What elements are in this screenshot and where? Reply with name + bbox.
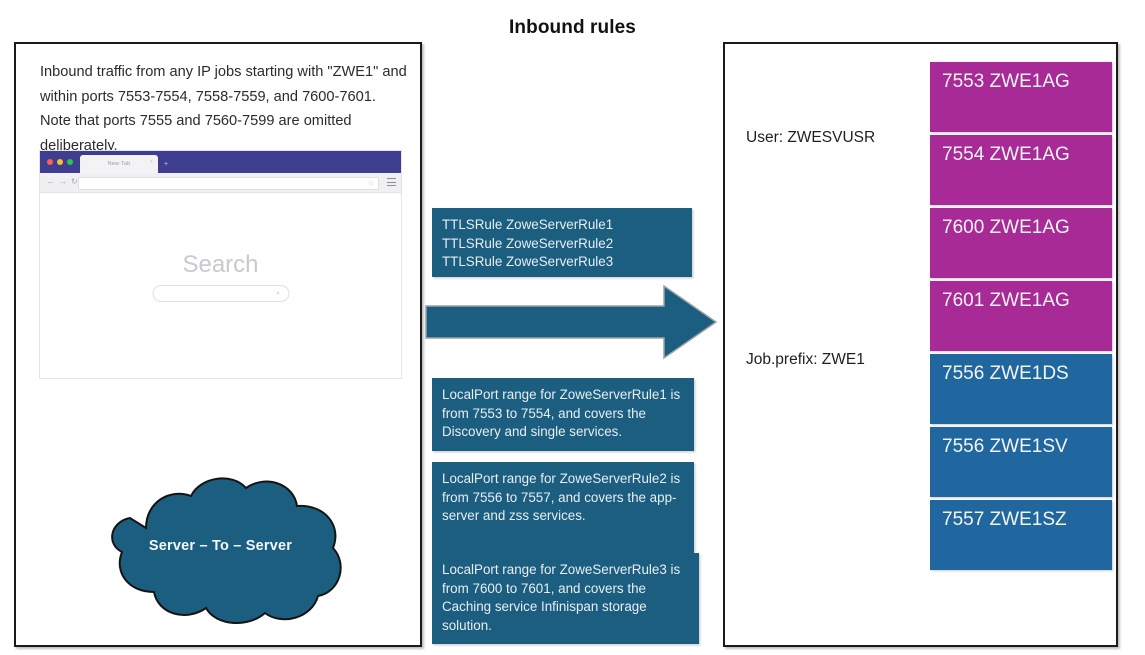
maximize-window-icon[interactable] [67,159,73,165]
port-box: 7601 ZWE1AG [930,281,1112,351]
browser-toolbar: ← → ↻ ☆ [40,173,401,193]
port-box: 7556 ZWE1DS [930,354,1112,424]
address-bar-input[interactable]: ☆ [78,177,379,190]
rule3-description-box: LocalPort range for ZoweServerRule3 is f… [432,553,699,644]
new-tab-icon[interactable]: + [164,161,169,168]
browser-mockup: New Tab × + ← → ↻ ☆ Search [39,150,402,379]
reload-icon[interactable]: ↻ [71,177,78,186]
jobprefix-label: Job.prefix: ZWE1 [746,351,865,368]
rule1-description-box: LocalPort range for ZoweServerRule1 is f… [432,378,694,451]
inbound-traffic-description: Inbound traffic from any IP jobs startin… [40,64,407,154]
port-box: 7600 ZWE1AG [930,208,1112,278]
right-panel: User: ZWESVUSR Job.prefix: ZWE1 7553 ZWE… [723,42,1118,647]
port-box: 7557 ZWE1SZ [930,500,1112,570]
browser-content-area: Search ⌕ [40,193,401,378]
navigation-icons: ← → ↻ [47,177,78,187]
flow-arrow-icon [425,284,718,360]
user-label: User: ZWESVUSR [746,129,876,146]
back-icon[interactable]: ← [47,177,55,186]
close-window-icon[interactable] [47,159,53,165]
ttls-rules-box: TTLSRule ZoweServerRule1 TTLSRule ZoweSe… [432,208,692,277]
browser-titlebar: New Tab × + [40,151,401,173]
rule2-description-box: LocalPort range for ZoweServerRule2 is f… [432,462,694,553]
bookmark-star-icon[interactable]: ☆ [367,180,374,187]
window-controls [47,159,73,165]
search-icon: ⌕ [276,290,280,297]
left-panel: Inbound traffic from any IP jobs startin… [14,42,422,647]
browser-tab[interactable]: New Tab × [80,155,158,173]
port-box: 7553 ZWE1AG [930,62,1112,132]
port-box: 7556 ZWE1SV [930,427,1112,497]
close-icon[interactable]: × [149,159,153,165]
page-title: Inbound rules [509,17,636,38]
hamburger-menu-icon[interactable] [387,178,396,186]
browser-tab-label: New Tab [107,161,131,167]
port-box: 7554 ZWE1AG [930,135,1112,205]
search-input[interactable]: ⌕ [152,285,289,302]
server-to-server-cloud-icon [111,477,342,625]
search-heading: Search [182,251,259,278]
forward-icon[interactable]: → [59,177,67,186]
minimize-window-icon[interactable] [57,159,63,165]
